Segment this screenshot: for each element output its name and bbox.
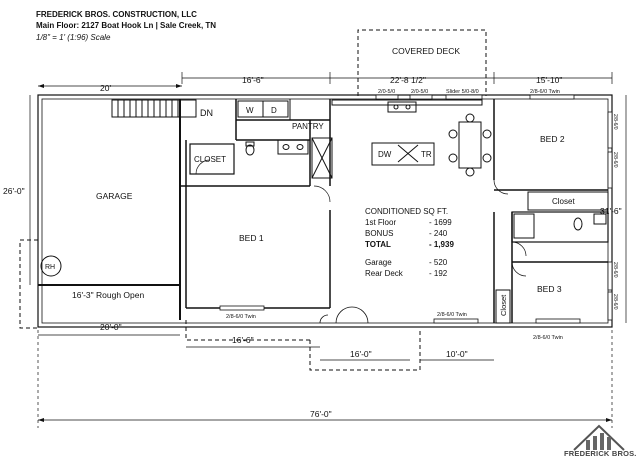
dim-top-15-10: 15'-10" [536, 75, 562, 85]
project-address: Main Floor: 2127 Boat Hook Ln | Sale Cre… [36, 21, 217, 30]
company-logo-icon [573, 424, 625, 451]
dim-top-20: 20' [100, 83, 111, 93]
dim-left-26: 26'-0" [3, 186, 25, 196]
dim-bottom-10-0: 10'-0" [446, 349, 468, 359]
dim-bottom-16-0: 16'-0" [350, 349, 372, 359]
closet-label: CLOSET [194, 155, 226, 164]
company-name: FREDERICK BROS. CONSTRUCTION, LLC [36, 10, 197, 19]
vanity [277, 139, 309, 155]
window-right-3: 2/8-6/0 [612, 262, 618, 278]
drawing-scale: 1/8" = 1' (1:96) Scale [36, 33, 111, 42]
dim-bottom-20: 20'-0" [100, 322, 122, 332]
door-a-label: 2/0-5/0 [378, 89, 395, 95]
sqft-row: Garage- 520 [365, 258, 448, 267]
bed2-label: BED 2 [540, 134, 565, 144]
pantry-label: PANTRY [292, 122, 324, 131]
exterior-wall-inner [41, 98, 609, 324]
covered-deck-outline [357, 29, 487, 96]
covered-deck-label: COVERED DECK [392, 46, 460, 56]
washer-label: W [246, 106, 254, 115]
island [371, 142, 435, 166]
bed2-closet [527, 191, 609, 211]
stairs [111, 99, 197, 118]
window-right-1: 2/8-6/0 [612, 114, 618, 130]
dim-bottom-16-6: 16'-6" [232, 335, 254, 345]
bed1-label: BED 1 [239, 233, 264, 243]
dim-top-16-6: 16'-6" [242, 75, 264, 85]
window-right-2: 2/8-6/0 [612, 152, 618, 168]
garage-label: GARAGE [96, 191, 133, 201]
sqft-row: BONUS- 240 [365, 229, 448, 238]
dim-top-22-8: 22'-8 1/2" [390, 75, 426, 85]
exterior-wall-outer [37, 94, 613, 328]
dishwasher-label: DW [378, 150, 392, 159]
sqft-row-total: TOTAL- 1,939 [365, 240, 454, 249]
sqft-title: CONDITIONED SQ FT. [365, 207, 449, 216]
bed1-closet [189, 143, 235, 175]
rh-label: RH [45, 264, 55, 271]
window-twin-bed1: 2/8-6/0 Twin [226, 314, 256, 320]
toilet [245, 144, 255, 156]
trash-label: TR [421, 150, 432, 159]
slider-label: Slider 5/0-8/0 [446, 89, 479, 95]
window-right-4: 2/8-6/0 [612, 294, 618, 310]
door-b-label: 2/0-5/0 [411, 89, 428, 95]
dining-table [458, 121, 482, 169]
window-twin-bottom-mid: 2/8-6/0 Twin [437, 312, 467, 318]
window-twin-bed3: 2/8-6/0 Twin [533, 335, 563, 341]
bed2-closet-label: Closet [552, 197, 575, 206]
sqft-row: 1st Floor- 1699 [365, 218, 452, 227]
window-twin-top: 2/8-6/0 Twin [530, 89, 560, 95]
rough-open-label: 16'-3" Rough Open [72, 290, 144, 300]
bed3-closet-label: Closet [499, 294, 508, 316]
logo-text: FREDERICK BROS. [564, 449, 637, 458]
dn-label: DN [200, 108, 213, 118]
dim-overall: 76'-0" [310, 409, 332, 419]
range [387, 101, 417, 113]
sqft-row: Rear Deck- 192 [365, 269, 448, 278]
dim-right-31-6: 31'-6" [600, 206, 622, 216]
shower [311, 137, 333, 179]
rh-symbol [40, 255, 62, 277]
dryer-label: D [271, 106, 277, 115]
square-footage-table: CONDITIONED SQ FT. 1st Floor- 1699 BONUS… [365, 206, 454, 279]
sqft-spacer [365, 250, 454, 257]
bed3-label: BED 3 [537, 284, 562, 294]
